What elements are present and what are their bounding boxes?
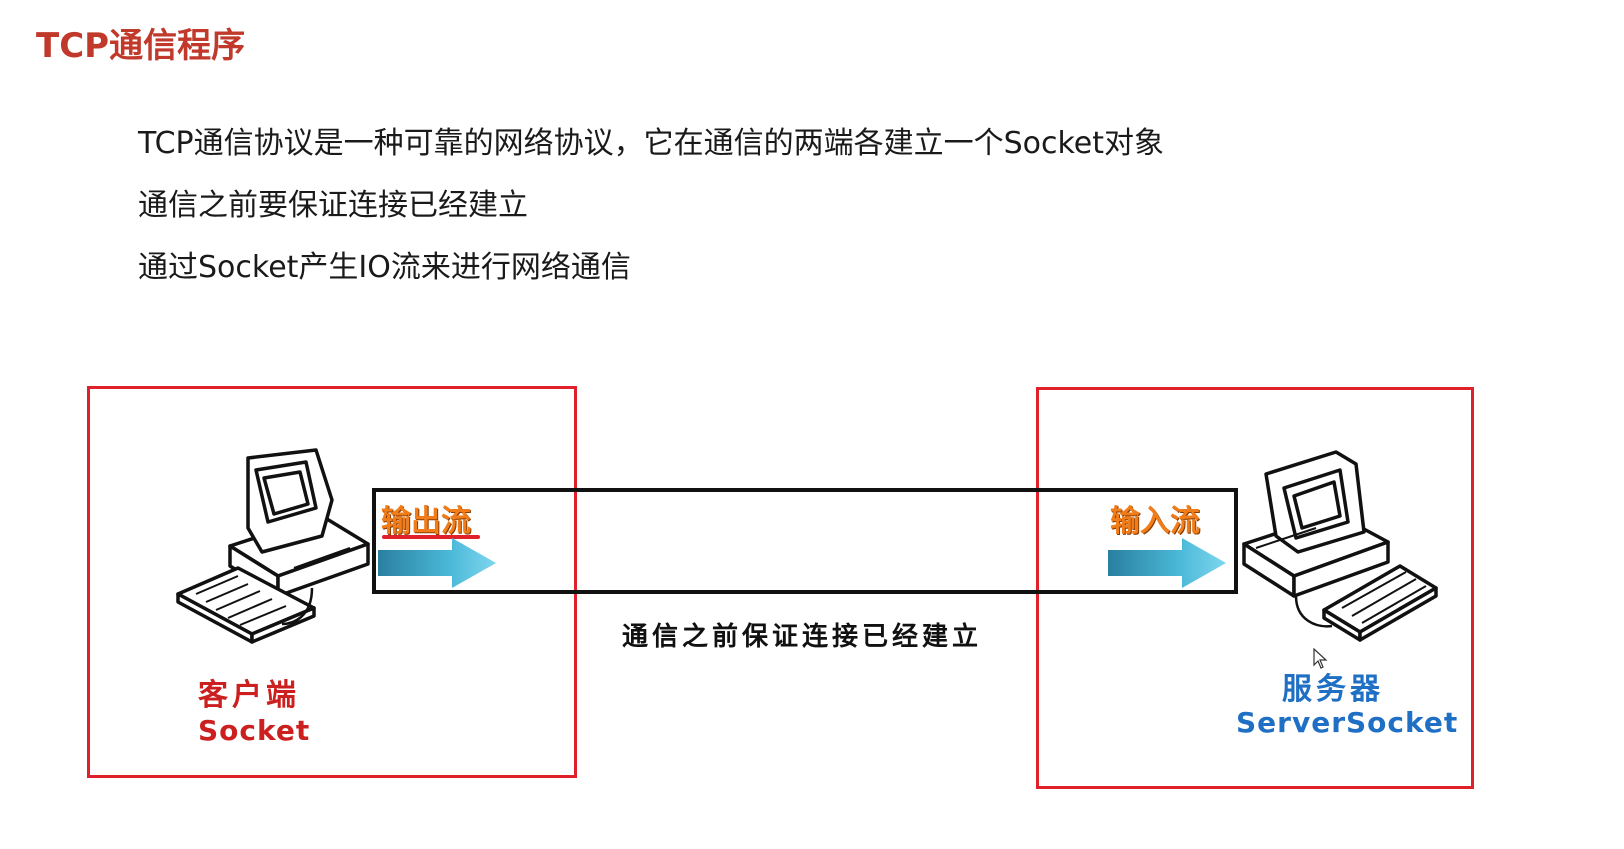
arrow-right-icon [376, 536, 498, 590]
connection-caption: 通信之前保证连接已经建立 [622, 616, 982, 653]
client-socket: Socket [198, 714, 310, 747]
arrow-right-icon [1106, 536, 1228, 590]
output-stream-label: 输出流 [381, 496, 471, 540]
bullet-item: 通过Socket产生IO流来进行网络通信 [138, 248, 1164, 288]
client-name: 客户端 [198, 670, 300, 714]
server-name: 服务器 [1282, 664, 1384, 708]
bullet-list: TCP通信协议是一种可靠的网络协议，它在通信的两端各建立一个Socket对象 通… [138, 124, 1164, 310]
bullet-item: TCP通信协议是一种可靠的网络协议，它在通信的两端各建立一个Socket对象 [138, 124, 1164, 164]
computer-icon [1236, 448, 1446, 644]
server-socket: ServerSocket [1236, 706, 1458, 739]
input-stream-label: 输入流 [1110, 496, 1200, 540]
computer-icon [172, 448, 382, 644]
bullet-item: 通信之前要保证连接已经建立 [138, 186, 1164, 226]
mouse-cursor-icon [1313, 648, 1329, 670]
page-title: TCP通信程序 [36, 18, 245, 67]
